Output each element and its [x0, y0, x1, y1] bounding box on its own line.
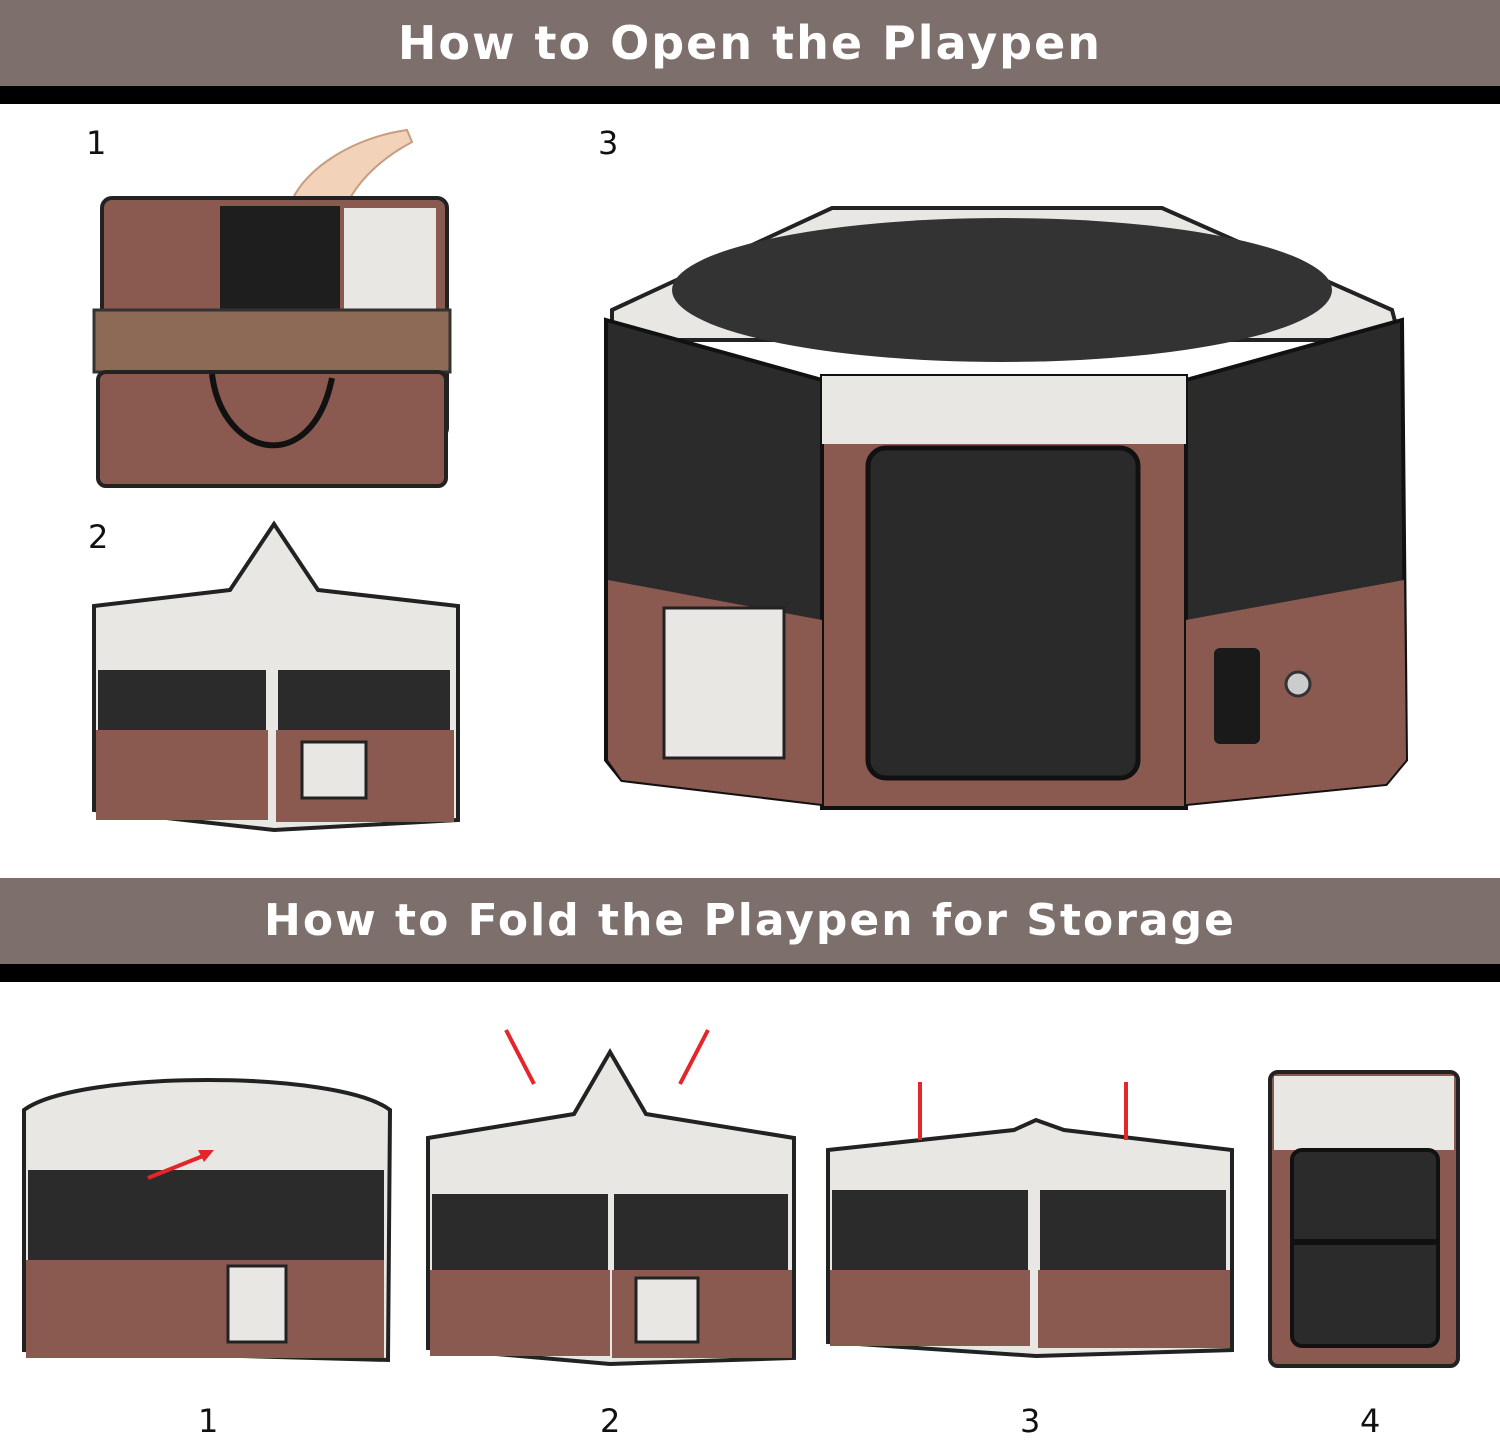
- fold-section-heading: How to Fold the Playpen for Storage: [0, 878, 1500, 964]
- open-step-3-open-pen-image: [604, 206, 1409, 810]
- fold-step-3-image: [826, 1082, 1234, 1359]
- open-step-1-number: 1: [86, 124, 107, 162]
- middle-divider: [0, 964, 1500, 982]
- fold-step-2-number: 2: [600, 1402, 621, 1440]
- top-divider: [0, 86, 1500, 104]
- open-section-heading: How to Open the Playpen: [0, 0, 1500, 86]
- open-step-2-partial-pen-image: [92, 520, 460, 833]
- fold-step-1-image: [22, 1078, 393, 1363]
- fold-step-1-number: 1: [198, 1402, 219, 1440]
- open-step-3-number: 3: [598, 124, 619, 162]
- open-step-1-bag-image: [92, 128, 452, 488]
- fold-step-2-image: [426, 1029, 796, 1367]
- fold-step-4-number: 4: [1360, 1402, 1381, 1440]
- open-step-2-number: 2: [88, 518, 109, 556]
- fold-step-3-number: 3: [1020, 1402, 1041, 1440]
- fold-step-4-image: [1268, 1070, 1460, 1368]
